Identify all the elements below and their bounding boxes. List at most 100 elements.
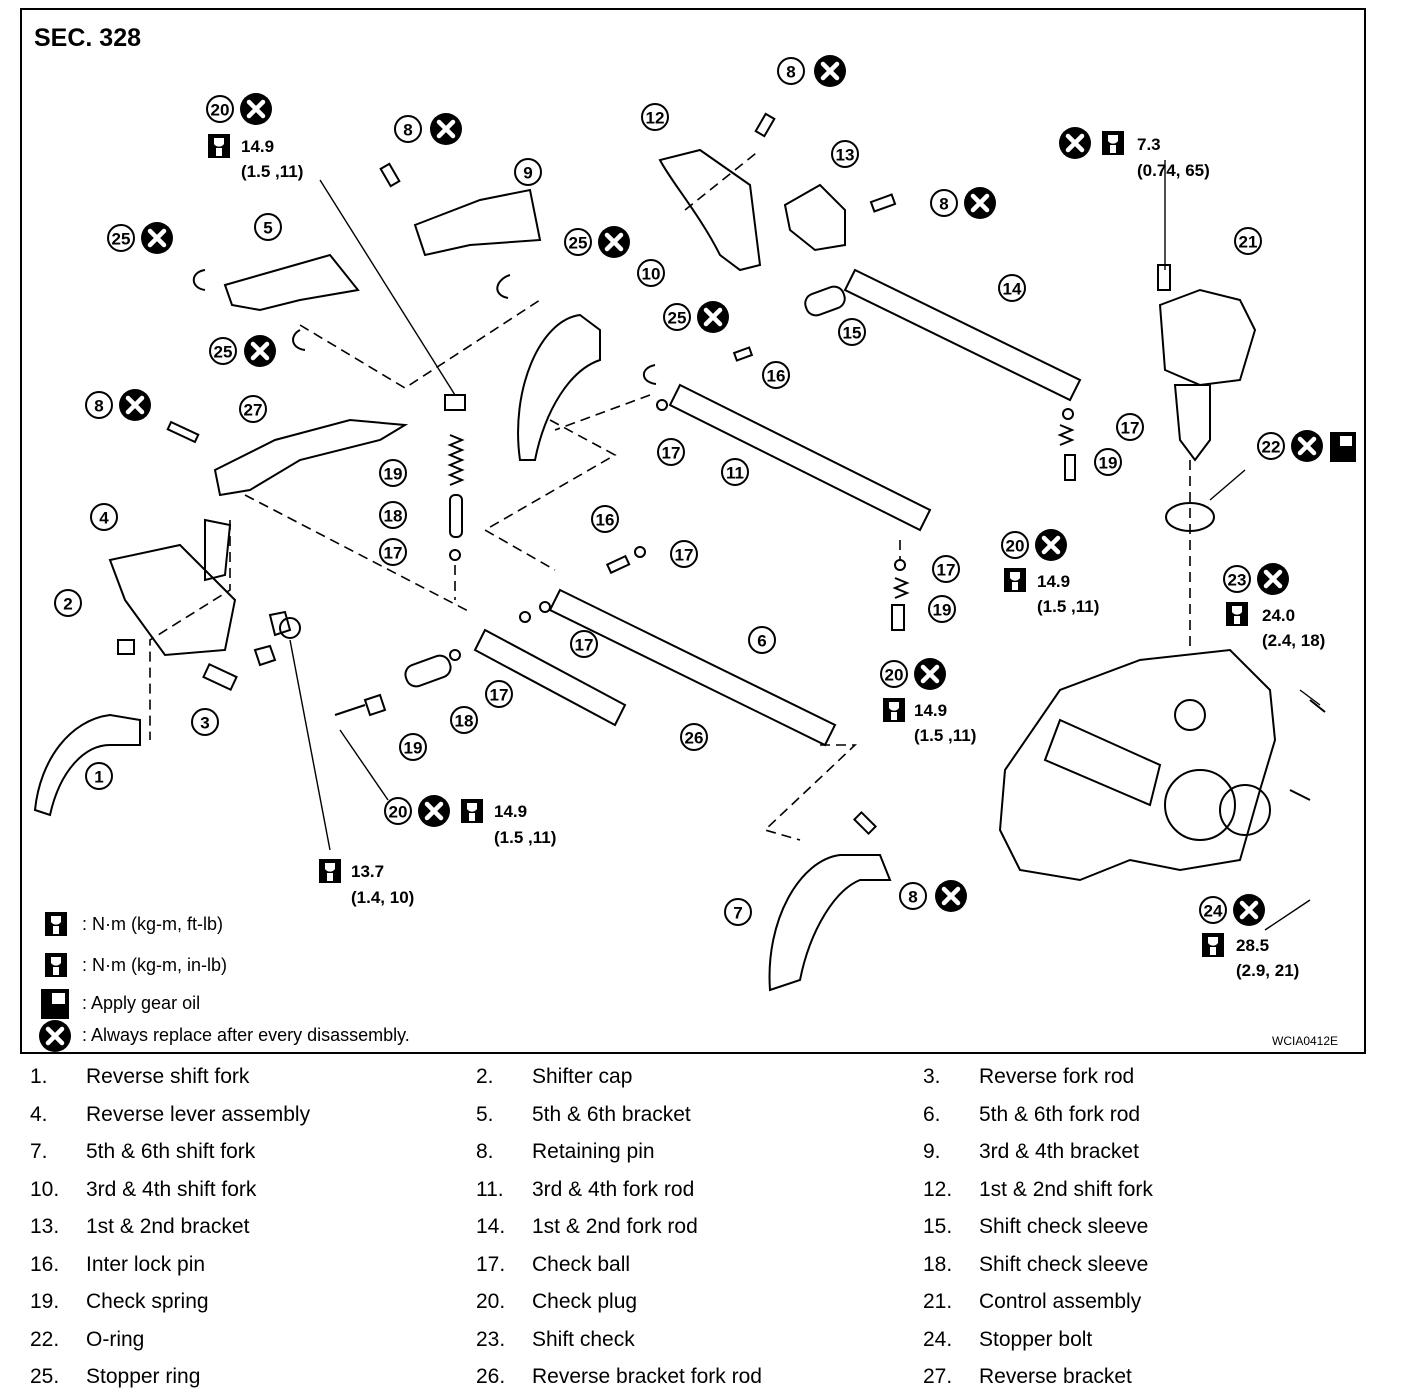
replace-icon bbox=[1291, 430, 1323, 462]
torque-20b-value: 14.9 bbox=[1037, 572, 1070, 591]
part-number: 5. bbox=[476, 1102, 494, 1126]
callout-10: 10 bbox=[637, 259, 665, 287]
part-name: 3rd & 4th bracket bbox=[979, 1140, 1139, 1163]
callout-bubbles: 1 2 3 4 5 6 7 9 10 11 12 13 14 15 16 16 … bbox=[54, 57, 1285, 926]
replace-icon bbox=[418, 795, 450, 827]
svg-text:17: 17 bbox=[384, 544, 403, 563]
callout-17g: 17 bbox=[932, 555, 960, 583]
replace-icon bbox=[598, 226, 630, 258]
svg-text:7: 7 bbox=[733, 904, 742, 923]
parts-row: 4. Reverse lever assembly 5. 5th & 6th brac… bbox=[30, 1100, 1380, 1138]
callout-20a: 20 bbox=[206, 95, 234, 123]
part-name: Stopper ring bbox=[86, 1365, 201, 1388]
torque-bolt-unit: (1.4, 10) bbox=[351, 888, 414, 907]
svg-text:11: 11 bbox=[726, 464, 744, 483]
torque-inlb-icon bbox=[1102, 131, 1124, 155]
svg-text:17: 17 bbox=[662, 444, 681, 463]
part-name: 5th & 6th fork rod bbox=[979, 1102, 1141, 1126]
part-number: 22. bbox=[30, 1327, 60, 1351]
svg-text:25: 25 bbox=[214, 343, 233, 362]
gear-oil-icon bbox=[1330, 432, 1356, 462]
callout-25d: 25 bbox=[663, 303, 691, 331]
legend-item-torque-ftlb: : N·m (kg-m, ft-lb) bbox=[82, 913, 223, 935]
svg-text:17: 17 bbox=[937, 561, 956, 580]
part-number: 4. bbox=[30, 1102, 48, 1126]
callout-25a: 25 bbox=[107, 224, 135, 252]
callout-24: 24 bbox=[1199, 896, 1227, 924]
legend-text: : Apply gear oil bbox=[82, 992, 201, 1013]
replace-icon bbox=[935, 880, 967, 912]
callout-25b: 25 bbox=[209, 337, 237, 365]
part-name: Retaining pin bbox=[532, 1140, 655, 1163]
part-name: Shift check sleeve bbox=[979, 1215, 1149, 1238]
figure-code: WCIA0412E bbox=[1272, 1034, 1339, 1048]
part-number: 26. bbox=[476, 1365, 506, 1388]
svg-text:19: 19 bbox=[404, 739, 423, 758]
part-name: Check spring bbox=[86, 1290, 209, 1313]
legend-item-replace: : Always replace after every disassembly… bbox=[82, 1024, 410, 1046]
torque-23-unit: (2.4, 18) bbox=[1262, 631, 1325, 650]
part-number: 10. bbox=[30, 1177, 60, 1201]
part-number: 23. bbox=[476, 1327, 506, 1351]
part-number: 12. bbox=[923, 1177, 953, 1201]
torque-21-unit: (0.74, 65) bbox=[1137, 161, 1210, 180]
callout-20b: 20 bbox=[1001, 531, 1029, 559]
torque-20a-unit: (1.5 ,11) bbox=[241, 162, 303, 181]
svg-text:12: 12 bbox=[646, 109, 665, 128]
part-number: 13. bbox=[30, 1215, 60, 1238]
svg-text:25: 25 bbox=[569, 234, 588, 253]
replace-icon bbox=[1257, 563, 1289, 595]
legend-torque-ftlb-icon bbox=[45, 912, 67, 936]
svg-text:4: 4 bbox=[99, 509, 109, 528]
callout-17d: 17 bbox=[570, 630, 598, 658]
replace-icon bbox=[697, 301, 729, 333]
replace-markers bbox=[119, 55, 1323, 926]
callout-17f: 17 bbox=[1116, 413, 1144, 441]
callout-22: 22 bbox=[1257, 432, 1285, 460]
torque-20a-value: 14.9 bbox=[241, 137, 274, 156]
part-number: 20. bbox=[476, 1290, 506, 1313]
part-name: 5th & 6th shift fork bbox=[86, 1140, 256, 1163]
torque-ftlb-icon bbox=[319, 859, 341, 883]
part-number: 21. bbox=[923, 1290, 953, 1313]
svg-text:21: 21 bbox=[1239, 233, 1258, 252]
svg-text:26: 26 bbox=[685, 729, 704, 748]
part-name: 5th & 6th bracket bbox=[532, 1102, 691, 1126]
torque-20c-value: 14.9 bbox=[914, 701, 947, 720]
part-name: Reverse lever assembly bbox=[86, 1102, 311, 1126]
svg-text:1: 1 bbox=[94, 768, 103, 787]
part-number: 24. bbox=[923, 1327, 953, 1351]
part-name: O-ring bbox=[86, 1327, 145, 1351]
part-number: 1. bbox=[30, 1065, 48, 1088]
svg-text:20: 20 bbox=[885, 666, 904, 685]
part-number: 6. bbox=[923, 1102, 941, 1126]
callout-21: 21 bbox=[1234, 227, 1262, 255]
torque-ftlb-icon bbox=[461, 799, 483, 823]
torque-ftlb-icon bbox=[1202, 933, 1224, 957]
callout-23: 23 bbox=[1223, 565, 1251, 593]
callout-8b: 8 bbox=[777, 57, 805, 85]
svg-text:22: 22 bbox=[1262, 438, 1281, 457]
part-name: 1st & 2nd fork rod bbox=[532, 1215, 698, 1238]
part-number: 27. bbox=[923, 1365, 953, 1388]
svg-text:15: 15 bbox=[843, 324, 862, 343]
section-label: SEC. 328 bbox=[34, 24, 142, 52]
legend-replace-icon bbox=[39, 1020, 71, 1052]
part-number: 17. bbox=[476, 1252, 506, 1276]
svg-text:18: 18 bbox=[455, 712, 474, 731]
torque-23-value: 24.0 bbox=[1262, 606, 1295, 625]
part-name: Reverse fork rod bbox=[979, 1065, 1135, 1088]
svg-text:14: 14 bbox=[1003, 280, 1022, 299]
callout-8a: 8 bbox=[394, 115, 422, 143]
legend-text: : N·m (kg-m, in-lb) bbox=[82, 954, 227, 975]
part-name: Reverse bracket bbox=[979, 1365, 1132, 1388]
part-number: 8. bbox=[476, 1140, 494, 1163]
callout-19b: 19 bbox=[1094, 448, 1122, 476]
